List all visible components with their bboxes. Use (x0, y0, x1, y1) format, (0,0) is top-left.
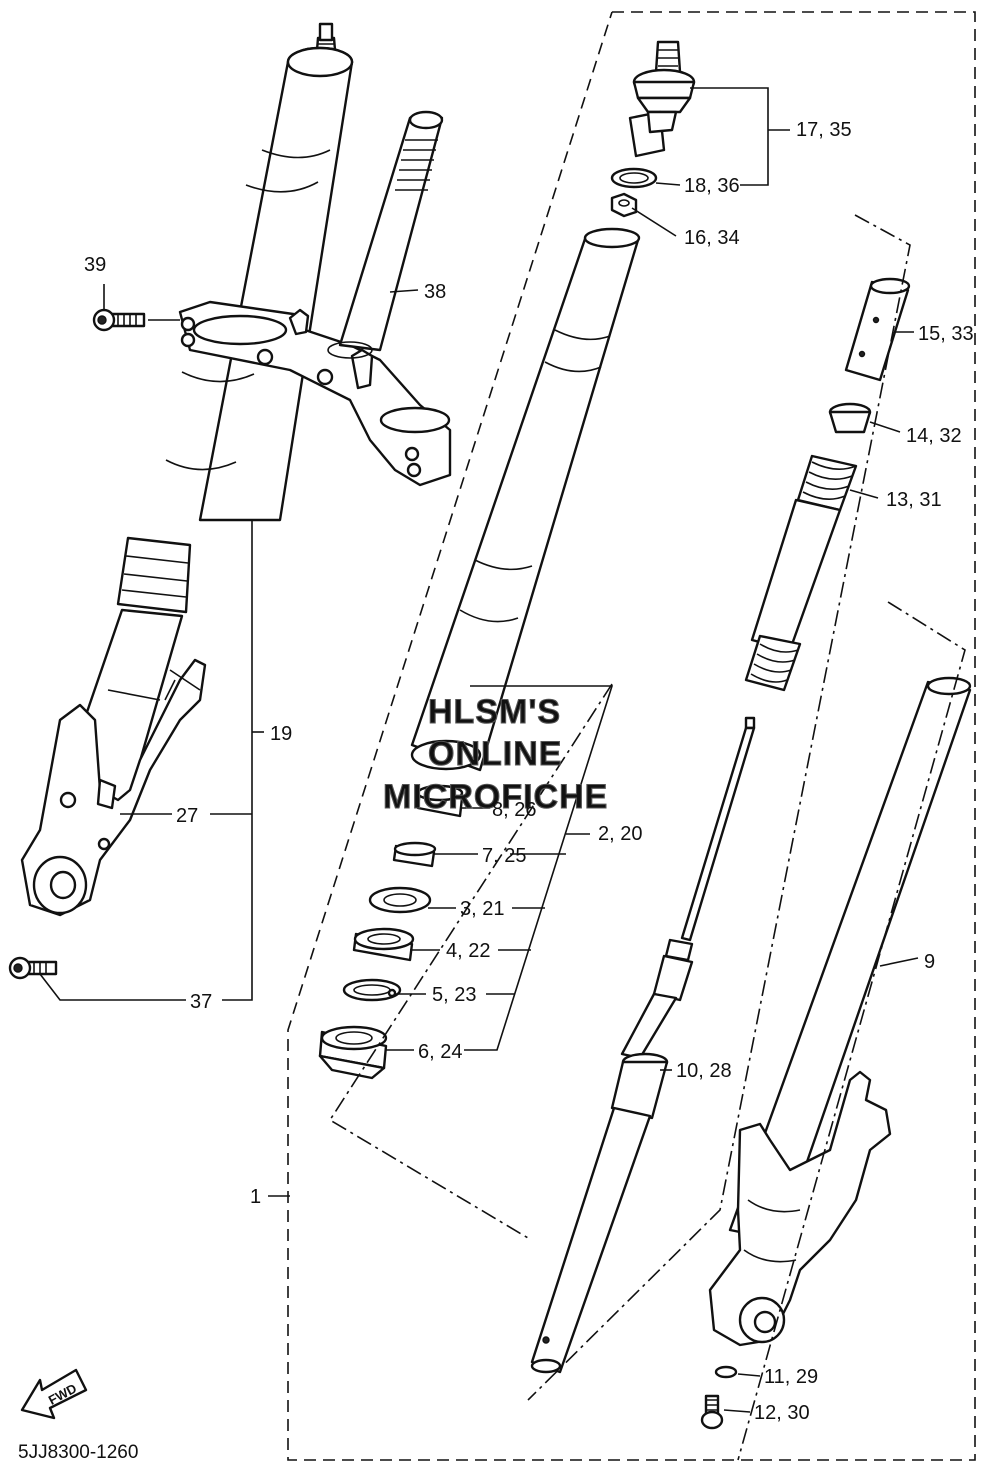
callout-2-20: 2, 20 (598, 823, 642, 845)
callout-4-22: 4, 22 (446, 940, 490, 962)
assembled-fork-left (20, 22, 452, 917)
watermark-line-2: ONLINE (428, 735, 562, 773)
callout-19: 19 (270, 723, 292, 745)
dust-seal-6-24 (318, 1025, 388, 1080)
nut-16-34 (610, 192, 638, 218)
seal-8-26 (416, 784, 464, 818)
callout-labels: 17, 35 18, 36 16, 34 39 38 15, 33 14, 32… (84, 119, 974, 1424)
spring-seat-14-32 (828, 402, 872, 434)
callout-9: 9 (924, 951, 935, 973)
callout-1: 1 (250, 1186, 261, 1208)
spacer-15-33 (844, 277, 911, 382)
callout-11-29: 11, 29 (764, 1366, 818, 1388)
callout-7-25: 7, 25 (482, 845, 526, 867)
assembly-boundary (287, 11, 976, 1461)
callout-37: 37 (190, 991, 212, 1013)
clip-5-23 (342, 978, 402, 1002)
callout-18-36: 18, 36 (684, 175, 740, 197)
bolt-39 (92, 284, 180, 332)
callout-13-31: 13, 31 (886, 489, 942, 511)
watermark-line-3: MICROFICHE (383, 778, 608, 816)
callout-3-21: 3, 21 (460, 898, 504, 920)
oil-seal-4-22 (352, 927, 415, 962)
collar-7-25 (392, 841, 437, 868)
callout-14-32: 14, 32 (906, 425, 962, 447)
callout-16-34: 16, 34 (684, 227, 740, 249)
fwd-arrow-icon: FWD (20, 1368, 88, 1420)
o-ring-18-36 (610, 167, 658, 189)
callout-15-33: 15, 33 (918, 323, 974, 345)
damper-rod-10-28 (530, 716, 756, 1374)
washer-11-29 (714, 1365, 738, 1379)
centerline-right-lower (737, 601, 966, 1461)
callout-27: 27 (176, 805, 198, 827)
callout-17-35: 17, 35 (796, 119, 852, 141)
bolt-12-30 (700, 1394, 724, 1430)
inner-tube-9 (708, 676, 972, 1347)
washer-3-21 (368, 886, 432, 914)
spring-13-31 (744, 454, 858, 692)
bolt-37 (8, 956, 58, 980)
callout-5-23: 5, 23 (432, 984, 476, 1006)
outer-tube-2-20 (410, 227, 641, 772)
callout-10-28: 10, 28 (676, 1060, 732, 1082)
callout-12-30: 12, 30 (754, 1402, 810, 1424)
callout-8-26: 8, 26 (492, 799, 536, 821)
callout-38: 38 (424, 281, 446, 303)
callout-39: 39 (84, 254, 106, 276)
centerline-seals (328, 683, 613, 1239)
cap-bolt-17-35 (628, 40, 696, 158)
leader-lines (39, 87, 919, 1413)
watermark-line-1: HLSM'S (428, 693, 561, 731)
callout-6-24: 6, 24 (418, 1041, 462, 1063)
centerline-right-upper (527, 214, 911, 1401)
diagram-code: 5JJ8300-1260 (18, 1442, 138, 1463)
watermark: HLSM'S ONLINE MICROFICHE (382, 692, 608, 816)
